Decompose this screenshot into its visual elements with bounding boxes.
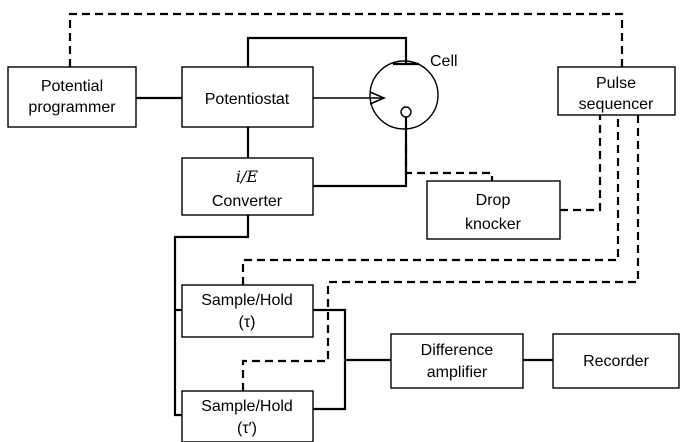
cell-label: Cell <box>430 53 458 70</box>
drop-knocker-label-line2: knocker <box>465 216 522 233</box>
timing-line-sample-hold-1 <box>241 115 620 285</box>
timing-line-drop-knocker <box>404 145 494 181</box>
cell-symbol: Cell <box>313 53 458 130</box>
wire-sample-hold-1-out <box>313 308 347 411</box>
timing-line-programmer <box>68 12 624 67</box>
box-difference-amplifier: Difference amplifier <box>390 333 524 389</box>
box-pulse-sequencer: Pulse sequencer <box>557 66 676 116</box>
timing-line-knocker-to-sequencer <box>560 115 602 212</box>
potential-programmer-label-line2: programmer <box>28 99 116 116</box>
ie-converter-label-line1: i/E <box>236 167 259 186</box>
box-potential-programmer: Potential programmer <box>7 66 137 128</box>
sample-hold-1-label-line1: Sample/Hold <box>201 292 293 309</box>
potential-programmer-label-line1: Potential <box>41 78 103 95</box>
box-drop-knocker: Drop knocker <box>426 180 561 240</box>
potentiostat-label: Potentiostat <box>205 91 290 108</box>
wire-cell-converter <box>313 117 408 188</box>
cell-circle <box>369 60 439 130</box>
box-recorder: Recorder <box>552 333 680 389</box>
pulse-sequencer-label-line1: Pulse <box>596 75 636 92</box>
box-sample-hold-2: Sample/Hold (τ′) <box>181 390 314 442</box>
wire-converter-sample-holds <box>173 215 250 417</box>
box-ie-converter: i/E Converter <box>181 157 314 216</box>
ie-converter-label-line2: Converter <box>212 193 283 210</box>
sample-hold-1-label-line2: (τ) <box>239 314 256 331</box>
drop-knocker-label-line1: Drop <box>476 192 511 209</box>
pulse-sequencer-label-line2: sequencer <box>579 96 654 113</box>
wire-potentiostat-ref-electrode <box>246 36 408 67</box>
difference-amplifier-label-line2: amplifier <box>427 364 488 381</box>
sample-hold-2-label-line1: Sample/Hold <box>201 398 293 415</box>
sample-hold-2-label-line2: (τ′) <box>237 420 257 437</box>
box-potentiostat: Potentiostat <box>181 66 314 128</box>
arrow-head <box>369 91 387 105</box>
signal-wires <box>136 36 553 417</box>
recorder-label: Recorder <box>583 353 649 370</box>
difference-amplifier-label-line1: Difference <box>421 342 494 359</box>
box-sample-hold-1: Sample/Hold (τ) <box>181 284 314 338</box>
mercury-drop-electrode <box>400 106 412 118</box>
